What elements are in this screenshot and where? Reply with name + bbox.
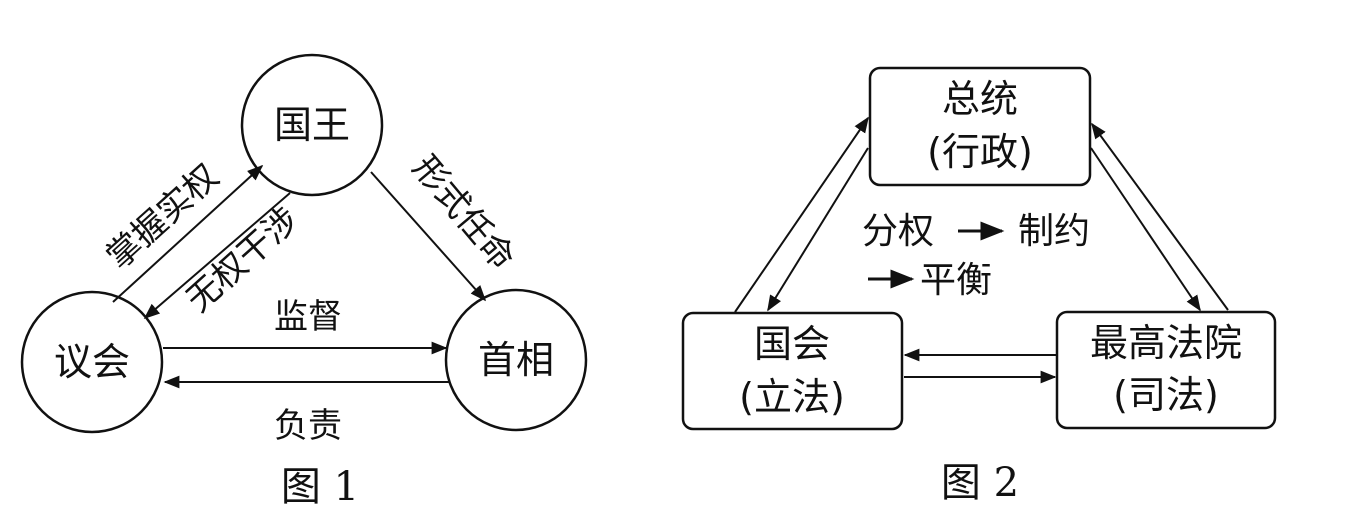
president-branch: (行政) bbox=[927, 130, 1033, 174]
label-responsible: 负责 bbox=[274, 406, 342, 446]
node-president: 总统 (行政) bbox=[868, 66, 1092, 187]
edge-king-to-parliament bbox=[143, 192, 291, 320]
edge-parliament-to-king bbox=[112, 164, 264, 303]
congress-title: 国会 bbox=[754, 322, 830, 366]
center-text-separation: 分权 bbox=[862, 211, 934, 252]
congress-branch: (立法) bbox=[739, 375, 845, 419]
label-formal-appointment: 形式任命 bbox=[404, 148, 522, 278]
node-parliament-label: 议会 bbox=[54, 340, 130, 384]
edge-president-to-congress bbox=[767, 147, 869, 312]
president-title: 总统 bbox=[942, 77, 1018, 121]
supreme-court-title: 最高法院 bbox=[1090, 321, 1242, 365]
label-supervise: 监督 bbox=[274, 297, 342, 337]
node-parliament: 议会 bbox=[20, 290, 164, 434]
figure-1-caption: 图 1 bbox=[281, 464, 359, 510]
figure-2-caption: 图 2 bbox=[941, 460, 1019, 506]
figure-1: 国王 议会 首相 掌握实权 无权干涉 形式任命 监督 负责 图 1 bbox=[20, 53, 588, 510]
edge-congress-to-president bbox=[734, 116, 869, 313]
node-congress: 国会 (立法) bbox=[681, 311, 904, 431]
node-king: 国王 bbox=[240, 53, 384, 197]
edge-king-to-prime-minister bbox=[370, 171, 487, 302]
figure-2: 总统 (行政) 国会 (立法) 最高法院 (司法) 分权 制约 平衡 图 bbox=[681, 66, 1277, 506]
supreme-court-branch: (司法) bbox=[1113, 373, 1219, 417]
node-supreme-court: 最高法院 (司法) bbox=[1055, 310, 1277, 430]
edge-court-to-president bbox=[1091, 122, 1229, 311]
node-prime-minister-label: 首相 bbox=[478, 338, 554, 382]
node-king-label: 国王 bbox=[274, 103, 350, 147]
node-prime-minister: 首相 bbox=[444, 288, 588, 432]
edge-president-to-court bbox=[1090, 147, 1201, 312]
center-text-checks: 制约 bbox=[1018, 211, 1090, 252]
center-text-balance: 平衡 bbox=[920, 260, 992, 301]
